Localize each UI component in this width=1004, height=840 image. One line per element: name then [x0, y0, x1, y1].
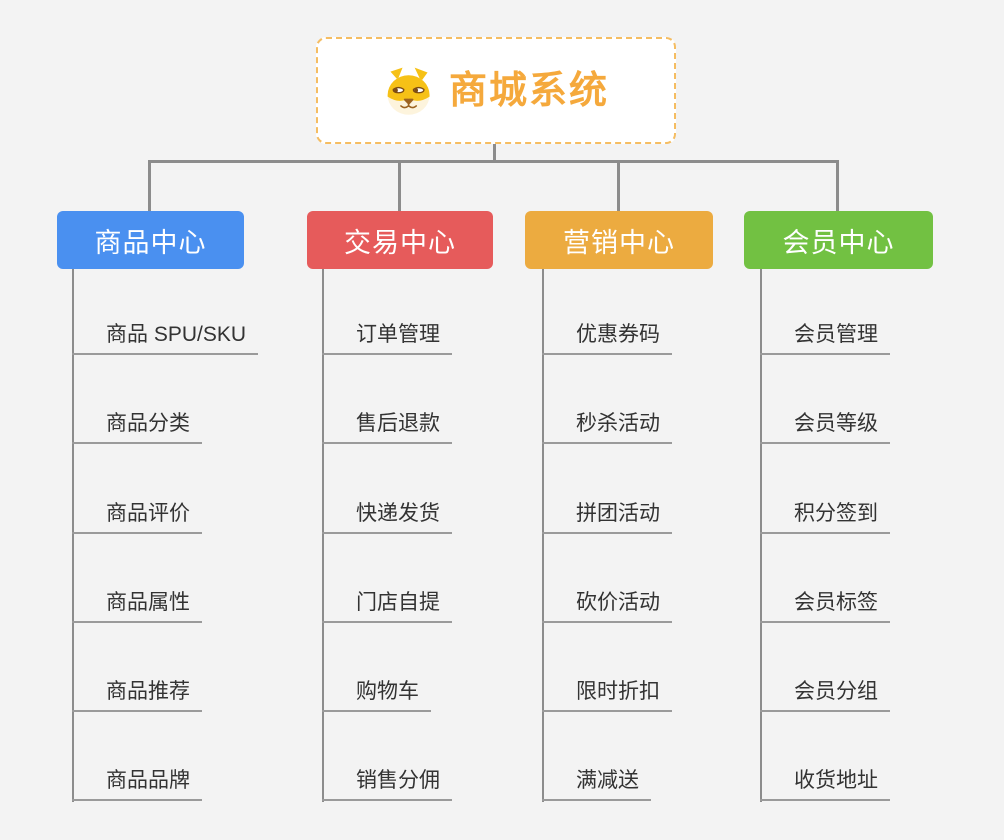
topic-item[interactable]: 优惠券码	[542, 319, 672, 355]
topic-item[interactable]: 门店自提	[322, 587, 452, 623]
topic-item[interactable]: 订单管理	[322, 319, 452, 355]
dog-icon	[383, 66, 435, 116]
topic-item[interactable]: 商品 SPU/SKU	[72, 319, 259, 355]
topic-item[interactable]: 会员标签	[760, 587, 890, 623]
branch-children-member: 会员管理 会员等级 积分签到 会员标签 会员分组 收货地址	[760, 269, 1004, 809]
topic-item[interactable]: 砍价活动	[542, 587, 672, 623]
topic-item[interactable]: 会员管理	[760, 319, 890, 355]
topic-item[interactable]: 拼团活动	[542, 498, 672, 534]
connector-drop-product	[148, 160, 151, 211]
topic-item[interactable]: 满减送	[542, 765, 651, 801]
topic-item[interactable]: 秒杀活动	[542, 408, 672, 444]
branch-trade-center[interactable]: 交易中心	[307, 211, 493, 269]
connector-root-stub	[493, 144, 496, 161]
connector-trunk	[542, 269, 544, 802]
root-node[interactable]: 商城系统	[316, 37, 676, 144]
topic-item[interactable]: 商品推荐	[72, 676, 202, 712]
branch-member-center[interactable]: 会员中心	[744, 211, 933, 269]
branch-marketing-center[interactable]: 营销中心	[525, 211, 713, 269]
topic-item[interactable]: 商品分类	[72, 408, 202, 444]
root-title: 商城系统	[448, 69, 609, 112]
topic-item[interactable]: 收货地址	[760, 765, 890, 801]
connector-trunk	[322, 269, 324, 802]
topic-item[interactable]: 会员等级	[760, 408, 890, 444]
connector-drop-marketing	[617, 160, 620, 211]
topic-item[interactable]: 商品评价	[72, 498, 202, 534]
topic-item[interactable]: 商品品牌	[72, 765, 202, 801]
topic-item[interactable]: 购物车	[322, 676, 431, 712]
connector-trunk	[72, 269, 74, 802]
connector-drop-member	[836, 160, 839, 211]
topic-item[interactable]: 限时折扣	[542, 676, 672, 712]
branch-children-marketing: 优惠券码 秒杀活动 拼团活动 砍价活动 限时折扣 满减送	[542, 269, 792, 809]
topic-item[interactable]: 销售分佣	[322, 765, 452, 801]
topic-item[interactable]: 积分签到	[760, 498, 890, 534]
topic-item[interactable]: 商品属性	[72, 587, 202, 623]
connector-drop-trade	[398, 160, 401, 211]
branch-children-product: 商品 SPU/SKU 商品分类 商品评价 商品属性 商品推荐 商品品牌	[72, 269, 322, 809]
connector-bus	[148, 160, 839, 163]
branch-product-center[interactable]: 商品中心	[57, 211, 244, 269]
topic-item[interactable]: 售后退款	[322, 408, 452, 444]
topic-item[interactable]: 会员分组	[760, 676, 890, 712]
branch-children-trade: 订单管理 售后退款 快递发货 门店自提 购物车 销售分佣	[322, 269, 572, 809]
topic-item[interactable]: 快递发货	[322, 498, 452, 534]
connector-trunk	[760, 269, 762, 802]
